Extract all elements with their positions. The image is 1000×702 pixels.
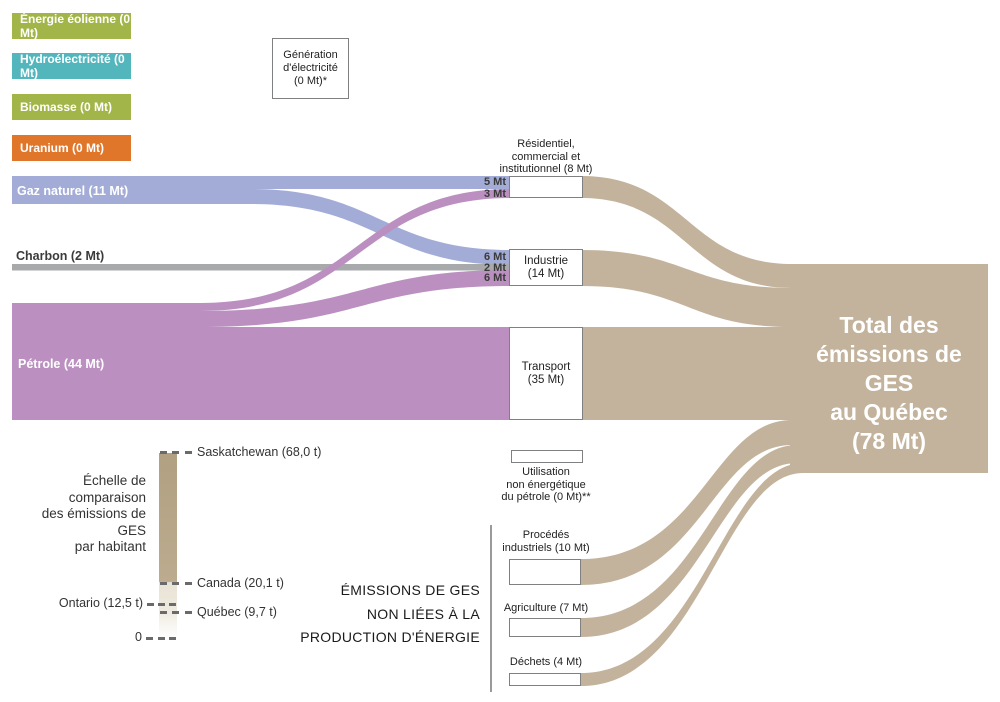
flow-procedes-total bbox=[581, 420, 792, 585]
scale-title: Échelle de comparaison des émissions de … bbox=[41, 473, 146, 554]
source-label-eolienne: Énergie éolienne (0 Mt) bbox=[20, 12, 131, 40]
nonenergy-divider bbox=[490, 525, 492, 692]
tick-zero bbox=[158, 637, 165, 640]
scale-label-zero: 0 bbox=[135, 630, 142, 644]
source-block-uranium: Uranium (0 Mt) bbox=[12, 135, 131, 161]
scale-label-ontario: Ontario (12,5 t) bbox=[58, 596, 143, 610]
flow-value-petrole-industrie: 6 Mt bbox=[484, 272, 506, 284]
node-label-utilisation: Utilisation non énergétique du pétrole (… bbox=[501, 466, 591, 503]
tick-quebec bbox=[160, 611, 167, 614]
flow-petrole-industrie bbox=[200, 270, 511, 327]
node-label-dechets: Déchets (4 Mt) bbox=[509, 656, 583, 668]
node-box-dechets bbox=[509, 673, 581, 686]
tick-quebec bbox=[185, 611, 192, 614]
flow-value-gaz-industrie: 6 Mt bbox=[484, 251, 506, 263]
flow-industrie-total bbox=[581, 250, 792, 327]
node-box-utilisation bbox=[511, 450, 583, 463]
scale-bar bbox=[159, 453, 177, 638]
flow-petrole-band bbox=[12, 303, 511, 420]
band-label-charbon: Charbon (2 Mt) bbox=[16, 249, 105, 263]
scale-label-saskatchewan: Saskatchewan (68,0 t) bbox=[197, 445, 322, 459]
flow-petrole-residentiel bbox=[200, 189, 511, 311]
tick-saskatchewan bbox=[172, 451, 179, 454]
band-label-petrole: Pétrole (44 Mt) bbox=[18, 357, 105, 371]
total-label: Total des émissions de GES au Québec (78… bbox=[816, 312, 962, 454]
band-label-gaz: Gaz naturel (11 Mt) bbox=[17, 184, 129, 198]
flow-value-petrole-residentiel: 3 Mt bbox=[484, 188, 506, 200]
source-block-hydro: Hydroélectricité (0 Mt) bbox=[12, 52, 131, 80]
tick-zero bbox=[146, 637, 153, 640]
total-block bbox=[790, 264, 988, 473]
tick-zero bbox=[169, 637, 176, 640]
node-box-residentiel bbox=[509, 176, 583, 198]
tick-saskatchewan bbox=[185, 451, 192, 454]
flow-residentiel-total bbox=[581, 176, 792, 288]
tick-ontario bbox=[147, 603, 154, 606]
tick-ontario bbox=[169, 603, 176, 606]
flow-value-gaz-residentiel: 5 Mt bbox=[484, 176, 506, 188]
source-block-biomasse: Biomasse (0 Mt) bbox=[12, 94, 131, 120]
source-label-hydro: Hydroélectricité (0 Mt) bbox=[20, 52, 125, 80]
node-box-agriculture bbox=[509, 618, 581, 637]
tick-canada bbox=[160, 582, 167, 585]
tick-quebec bbox=[172, 611, 179, 614]
source-label-biomasse: Biomasse (0 Mt) bbox=[20, 100, 113, 114]
flow-gaz-band bbox=[12, 176, 250, 204]
nonenergy-title: ÉMISSIONS DE GES NON LIÉES À LA PRODUCTI… bbox=[300, 582, 480, 645]
node-box-transport: Transport (35 Mt) bbox=[509, 327, 583, 420]
node-header-residentiel: Résidentiel, commercial et institutionne… bbox=[499, 138, 593, 175]
node-box-generation: Génération d'électricité (0 Mt)* bbox=[272, 38, 349, 99]
node-label-procedes: Procédés industriels (10 Mt) bbox=[502, 529, 590, 554]
source-block-eolienne: Énergie éolienne (0 Mt) bbox=[12, 12, 131, 40]
flow-value-charbon-industrie: 2 Mt bbox=[484, 261, 506, 274]
tick-saskatchewan bbox=[160, 451, 167, 454]
scale-label-quebec: Québec (9,7 t) bbox=[197, 605, 277, 619]
tick-canada bbox=[172, 582, 179, 585]
node-box-industrie: Industrie (14 Mt) bbox=[509, 249, 583, 286]
tick-canada bbox=[185, 582, 192, 585]
flow-gaz-residentiel bbox=[250, 176, 511, 189]
node-box-procedes bbox=[509, 559, 581, 585]
node-label-agriculture: Agriculture (7 Mt) bbox=[503, 602, 589, 614]
flow-agriculture-total bbox=[581, 445, 797, 637]
source-label-uranium: Uranium (0 Mt) bbox=[20, 141, 104, 155]
tick-ontario bbox=[158, 603, 165, 606]
scale-label-canada: Canada (20,1 t) bbox=[197, 576, 284, 590]
flow-charbon-industrie bbox=[12, 264, 511, 271]
flow-gaz-industrie bbox=[250, 189, 511, 265]
